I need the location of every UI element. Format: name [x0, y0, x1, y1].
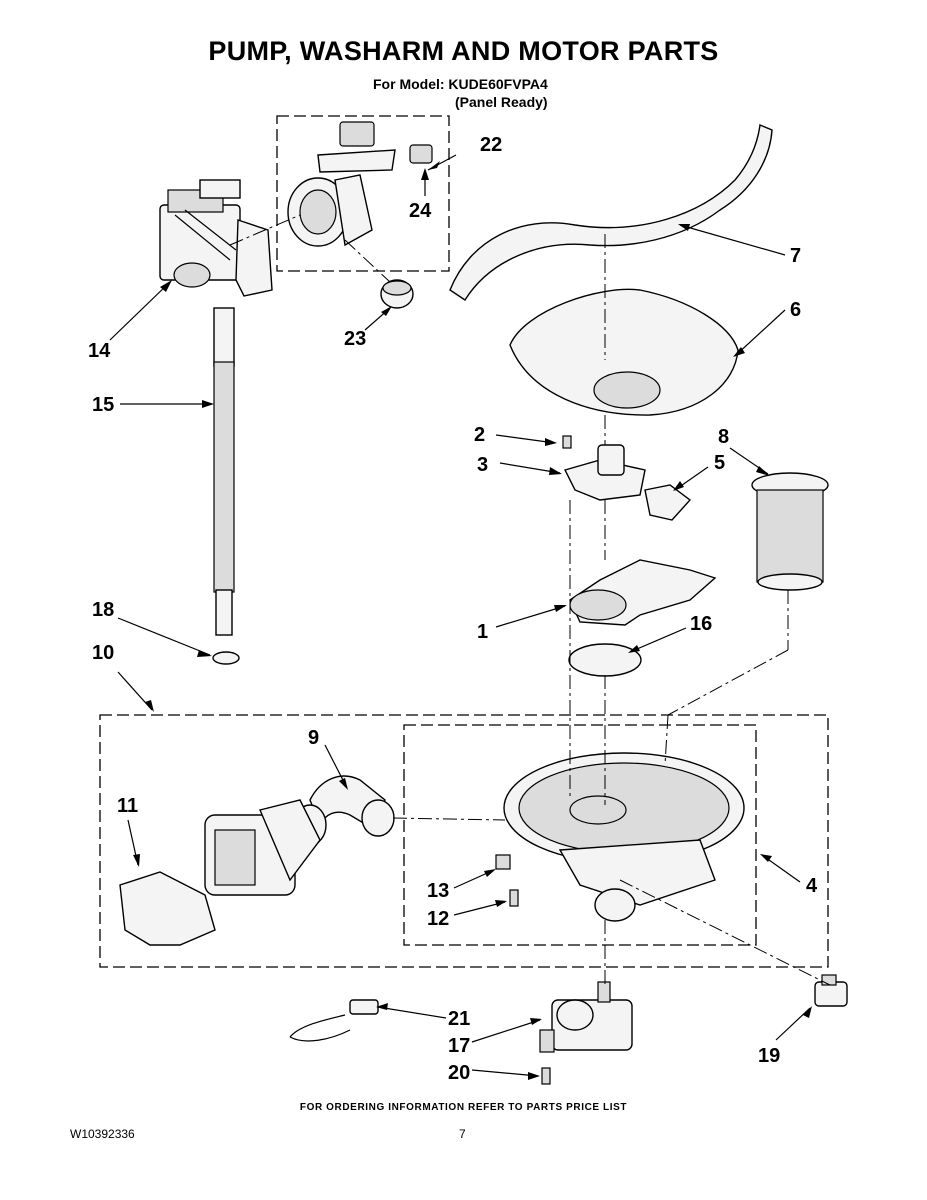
document-number: W10392336: [70, 1127, 135, 1141]
leader-lines: [109, 154, 811, 1077]
callout-12: 12: [427, 908, 449, 930]
callout-2: 2: [474, 424, 485, 446]
callout-10: 10: [92, 642, 114, 664]
group-box-4: [403, 724, 757, 946]
callout-22: 22: [480, 134, 502, 156]
group-box-10: [99, 714, 829, 968]
callout-18: 18: [92, 599, 114, 621]
callout-23: 23: [344, 328, 366, 350]
callout-16: 16: [690, 613, 712, 635]
sensor-part-19: [814, 974, 848, 1007]
diverter-part-5: [644, 484, 692, 521]
filter-part-8: [751, 472, 829, 591]
callout-5: 5: [714, 452, 725, 474]
callout-8: 8: [718, 426, 729, 448]
callout-17: 17: [448, 1035, 470, 1057]
washarm-part-7: [449, 124, 773, 301]
thermistor-part-21: [289, 999, 379, 1042]
callout-4: 4: [806, 875, 818, 897]
diverter-motor-part-17: [539, 981, 633, 1053]
cap-part-23: [380, 279, 414, 309]
callout-19: 19: [758, 1045, 780, 1067]
arrow-heads: [133, 161, 812, 1080]
clip-part-13: [495, 854, 511, 870]
ordering-footer: FOR ORDERING INFORMATION REFER TO PARTS …: [299, 1102, 628, 1113]
callout-15: 15: [92, 394, 114, 416]
pump-motor-part-14: [159, 179, 273, 297]
model-line: For Model: KUDE60FVPA4: [373, 76, 548, 92]
pump-housing-part-22: [287, 121, 433, 247]
drain-hose-part-15: [213, 307, 235, 636]
panel-ready-line: (Panel Ready): [455, 94, 548, 110]
clamp-part-18: [212, 651, 240, 665]
group-box-22: [276, 115, 450, 272]
callout-14: 14: [88, 340, 111, 362]
page-title: PUMP, WASHARM AND MOTOR PARTS: [208, 36, 719, 66]
callout-3: 3: [477, 454, 488, 476]
gasket-part-16: [568, 643, 642, 677]
sump-part-4: [503, 752, 745, 922]
cover-part-11: [119, 871, 216, 946]
screw-part-12: [509, 889, 519, 907]
screw-part-2: [562, 435, 572, 449]
deflector-part-6: [509, 288, 739, 416]
screw-part-20: [541, 1067, 551, 1085]
callout-13: 13: [427, 880, 449, 902]
wash-motor: [204, 799, 327, 896]
callout-6: 6: [790, 299, 801, 321]
callout-24: 24: [409, 200, 432, 222]
callout-7: 7: [790, 245, 801, 267]
callout-11: 11: [117, 795, 138, 817]
page-number: 7: [459, 1127, 466, 1141]
callout-20: 20: [448, 1062, 470, 1084]
callout-21: 21: [448, 1008, 470, 1030]
callout-9: 9: [308, 727, 319, 749]
callout-1: 1: [477, 621, 488, 643]
